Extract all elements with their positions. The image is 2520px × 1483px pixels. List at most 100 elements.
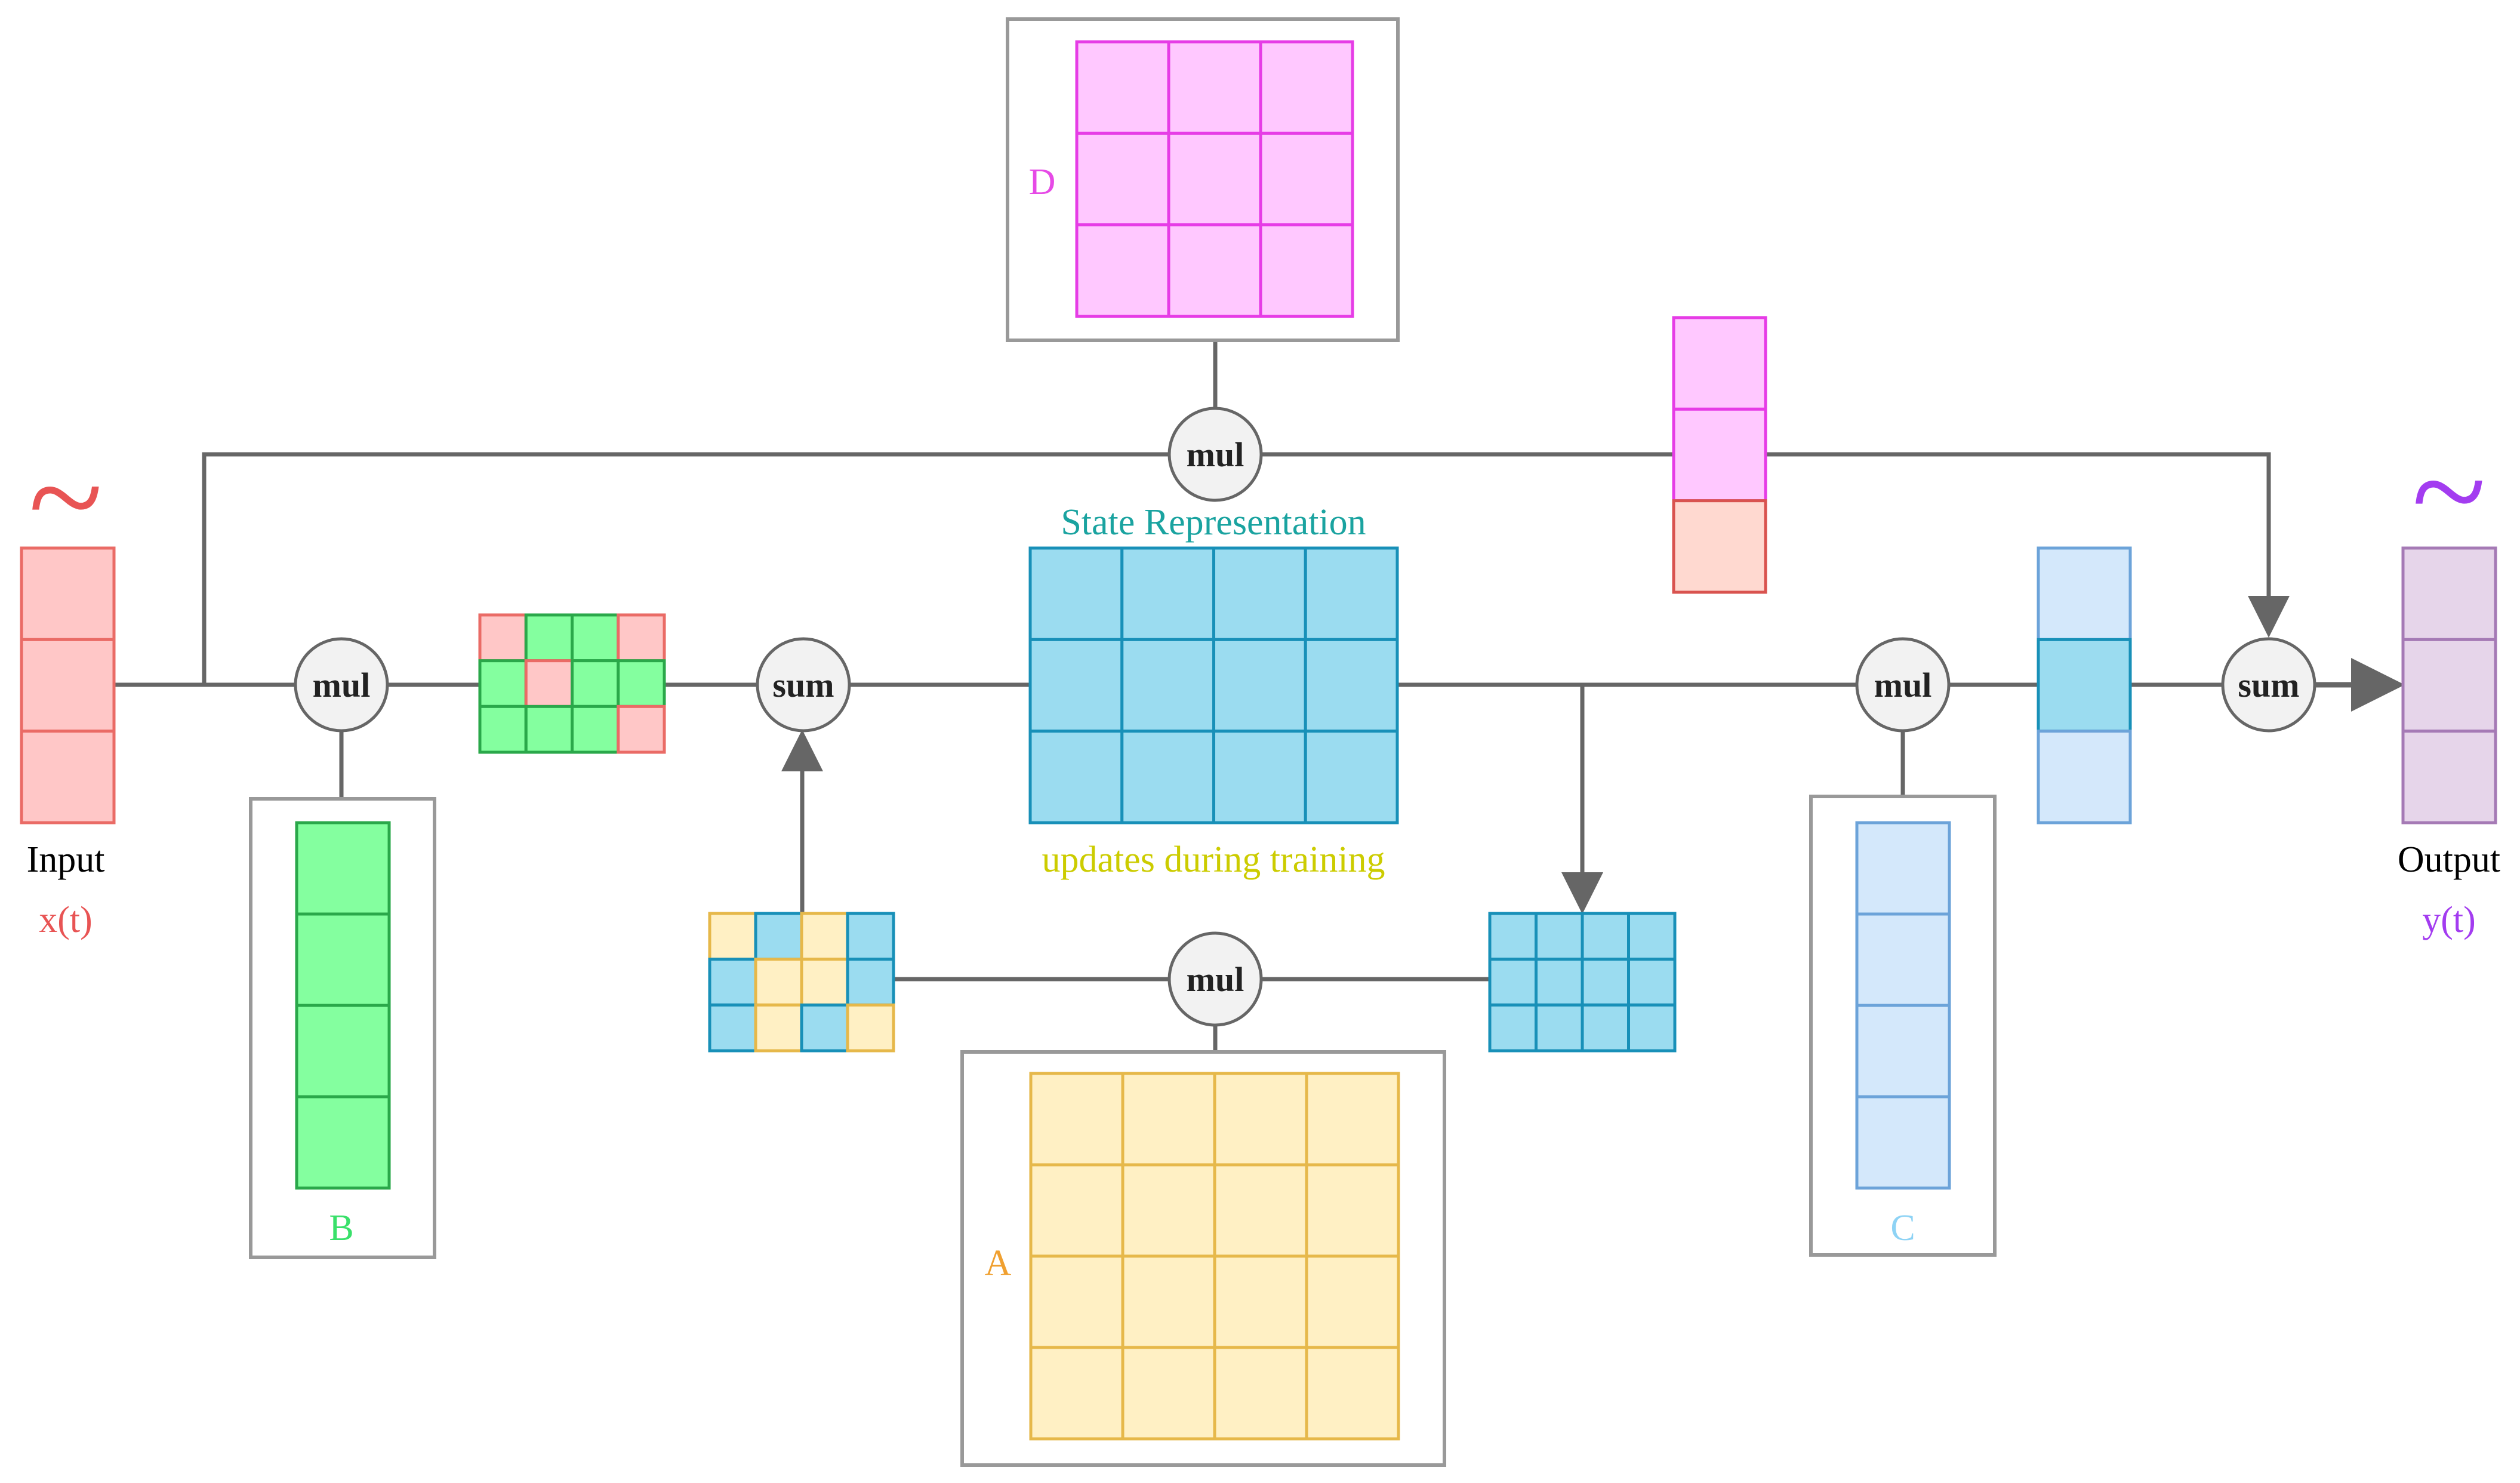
- state-matrix-cell: [1212, 546, 1307, 641]
- sum-output-node: sum: [2221, 637, 2316, 733]
- bx-grid-cell: [524, 613, 574, 663]
- output-tilde: ~: [2412, 415, 2486, 567]
- input-symbol: x(t): [39, 900, 93, 940]
- matrix-c-grid-cell: [1855, 821, 1951, 916]
- connector-lines: [114, 340, 2405, 1052]
- mul-d-node-label: mul: [1187, 435, 1244, 474]
- ax-grid-cell: [754, 912, 803, 961]
- output-vector: [2401, 546, 2497, 824]
- mul-a-node-label: mul: [1187, 960, 1244, 999]
- state-matrix-cell: [1028, 638, 1124, 733]
- bx-grid-cell: [571, 613, 620, 663]
- sum-input-node: sum: [756, 637, 851, 733]
- state-feedback-grid-cell: [1581, 1003, 1630, 1053]
- state-feedback-grid-cell: [1488, 958, 1538, 1007]
- matrix-b-label: B: [329, 1208, 353, 1248]
- state-feedback-grid-cell: [1581, 912, 1630, 961]
- output-vector-cell: [2401, 730, 2497, 824]
- matrix-d-grid: [1075, 40, 1354, 318]
- bx-grid-cell: [524, 704, 574, 754]
- state-feedback-grid-cell: [1488, 1003, 1538, 1053]
- ax-grid-cell: [800, 1003, 849, 1053]
- d-output-vector-cell: [1672, 407, 1767, 503]
- matrix-a-grid-cell: [1213, 1254, 1308, 1349]
- matrix-a-grid-cell: [1121, 1163, 1216, 1258]
- bx-grid-cell: [478, 704, 528, 754]
- matrix-a-grid-cell: [1121, 1254, 1216, 1349]
- matrix-d-grid-cell: [1075, 131, 1170, 227]
- mul-c-node-label: mul: [1874, 666, 1932, 704]
- matrix-a-grid-cell: [1305, 1346, 1400, 1441]
- mul-c-node: mul: [1855, 637, 1951, 733]
- bx-grid-cell: [571, 659, 620, 708]
- ax-grid-cell: [846, 1003, 895, 1053]
- bx-grid-cell: [478, 613, 528, 663]
- ax-grid-cell: [708, 958, 757, 1007]
- mul-d-node-circle: [1167, 407, 1263, 502]
- mul-b-node-circle: [294, 637, 389, 733]
- matrix-a-grid-cell: [1121, 1346, 1216, 1441]
- state-feedback-grid: [1488, 912, 1677, 1053]
- c-state-vector-cell: [2037, 730, 2132, 824]
- matrix-c-grid-cell: [1855, 912, 1951, 1007]
- state-matrix-cell: [1304, 638, 1399, 733]
- bx-grid-cell: [478, 659, 528, 708]
- mul-a-node: mul: [1167, 931, 1263, 1027]
- output-symbol: y(t): [2422, 900, 2476, 940]
- sum-output-node-circle: [2221, 637, 2316, 733]
- mul-c-node-circle: [1855, 637, 1951, 733]
- mul-d-node: mul: [1167, 407, 1263, 502]
- matrix-d-grid-cell: [1075, 223, 1170, 318]
- matrix-d-grid-cell: [1167, 40, 1262, 135]
- matrix-d-grid-cell: [1259, 40, 1354, 135]
- matrix-d-grid-cell: [1167, 223, 1262, 318]
- state-feedback-grid-cell: [1627, 958, 1677, 1007]
- operator-nodes: mul mul sum mul sum mul: [294, 407, 2316, 1027]
- matrix-b-grid-cell: [295, 1004, 391, 1099]
- input-vector-cell: [20, 546, 116, 641]
- matrix-d-label: D: [1029, 162, 1056, 202]
- matrix-b-grid-cell: [295, 1095, 391, 1190]
- matrix-a-grid-cell: [1029, 1163, 1125, 1258]
- ax-grid-cell: [708, 912, 757, 961]
- state-matrix-cell: [1028, 730, 1124, 824]
- bx-grid-cell: [524, 659, 574, 708]
- mul-b-node: mul: [294, 637, 389, 733]
- line-skip-to-output-sum: [1766, 452, 2290, 638]
- matrix-b-grid-cell: [295, 821, 391, 916]
- state-feedback-grid-cell: [1627, 912, 1677, 961]
- state-feedback-grid-cell: [1535, 958, 1584, 1007]
- state-feedback-grid-cell: [1535, 912, 1584, 961]
- output-vector-cell: [2401, 638, 2497, 733]
- ax-grid-cell: [846, 958, 895, 1007]
- d-output-vector-cell: [1672, 316, 1767, 411]
- ax-grid: [708, 912, 895, 1053]
- state-subtitle: updates during training: [1042, 839, 1385, 880]
- state-matrix-cell: [1212, 730, 1307, 824]
- matrix-a-grid-cell: [1213, 1346, 1308, 1441]
- matrix-c-label: C: [1890, 1208, 1915, 1248]
- matrix-a-grid-cell: [1121, 1072, 1216, 1167]
- sum-output-node-label: sum: [2238, 666, 2299, 704]
- bx-grid: [478, 613, 666, 754]
- bx-grid-cell: [617, 704, 666, 754]
- matrix-c-grid-cell: [1855, 1095, 1951, 1190]
- matrix-d-grid-cell: [1259, 223, 1354, 318]
- ax-grid-cell: [846, 912, 895, 961]
- input-label: Input: [27, 839, 105, 880]
- input-tilde: ~: [29, 421, 103, 573]
- matrix-d-grid-cell: [1075, 40, 1170, 135]
- d-output-vector: [1672, 316, 1767, 594]
- matrix-a-grid-cell: [1029, 1254, 1125, 1349]
- state-title: State Representation: [1061, 502, 1366, 543]
- matrix-grids: [20, 40, 2497, 1441]
- matrix-b-grid: [295, 821, 391, 1190]
- matrix-a-label: A: [985, 1243, 1012, 1284]
- matrix-a-grid-cell: [1305, 1163, 1400, 1258]
- matrix-d-grid-cell: [1167, 131, 1262, 227]
- bx-grid-cell: [571, 704, 620, 754]
- state-feedback-grid-cell: [1581, 958, 1630, 1007]
- state-matrix-cell: [1120, 730, 1215, 824]
